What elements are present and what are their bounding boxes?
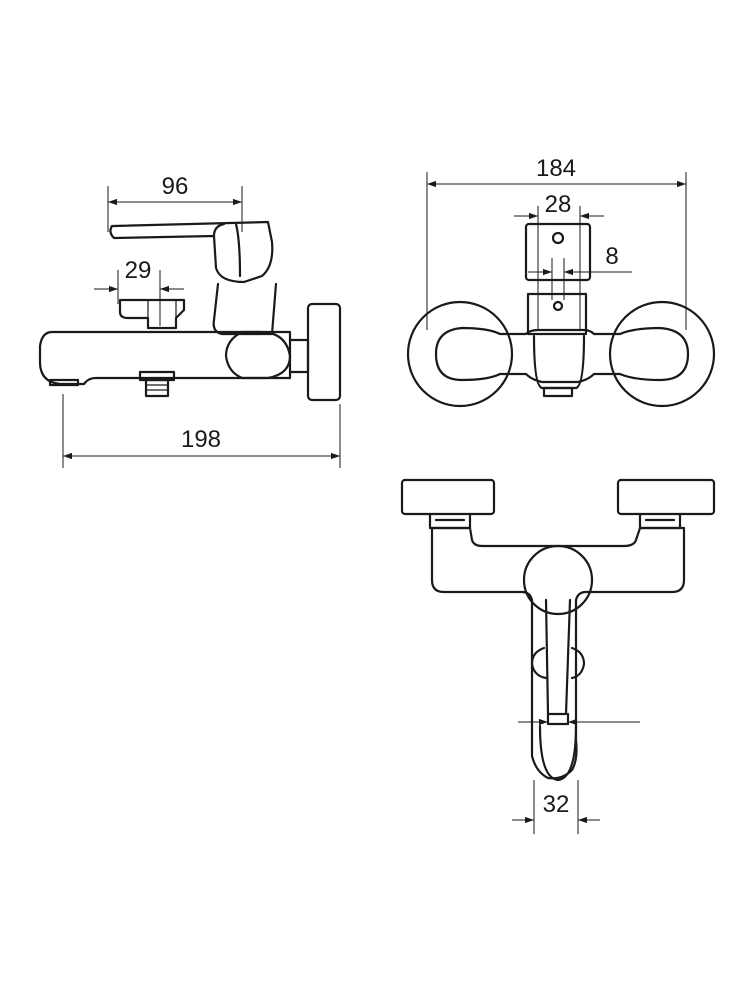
dim-32-label: 32 [543, 791, 570, 818]
side-diverter [118, 298, 186, 330]
side-cartridge [212, 282, 278, 336]
dim-8-label: 8 [605, 243, 618, 270]
plan-spout-tip [538, 712, 578, 782]
front-view: 184 28 8 [406, 155, 716, 408]
dim-184: 184 [426, 155, 687, 330]
plan-diverter [530, 646, 586, 680]
dim-96: 96 [107, 173, 243, 232]
dim-184-label: 184 [536, 155, 576, 182]
plan-body [430, 526, 686, 780]
front-right-flange [608, 300, 716, 408]
side-view: 96 29 198 [38, 173, 342, 468]
front-body-bar [434, 326, 690, 384]
dim-32: 32 [512, 780, 600, 834]
dim-198: 198 [62, 394, 341, 468]
side-body-cylinder [224, 330, 292, 380]
plan-cartridge [522, 544, 594, 616]
side-wall-flange [306, 302, 342, 402]
side-spout-body [38, 330, 292, 386]
front-handle-block [524, 222, 592, 282]
dim-28: 28 [514, 191, 604, 330]
plan-right-nut [638, 512, 682, 530]
front-handle-hole [551, 231, 565, 245]
dim-198-label: 198 [181, 426, 221, 453]
side-lever-grip [212, 222, 242, 278]
plan-left-nut [428, 512, 472, 530]
plan-left-flange [400, 478, 496, 516]
plan-lever [544, 598, 572, 716]
side-shower-outlet [138, 370, 176, 398]
front-spout [532, 334, 586, 390]
plan-right-flange [616, 478, 716, 516]
dim-96-label: 96 [162, 173, 189, 200]
dim-29: 29 [94, 257, 184, 326]
side-aerator [48, 378, 80, 387]
front-handle-stem [526, 292, 588, 336]
plan-view: 32 [400, 478, 716, 834]
front-left-flange [406, 300, 514, 408]
dim-29-label: 29 [125, 257, 152, 284]
dim-28-label: 28 [545, 191, 572, 218]
side-lever [109, 220, 274, 284]
dim-8: 8 [528, 243, 632, 300]
